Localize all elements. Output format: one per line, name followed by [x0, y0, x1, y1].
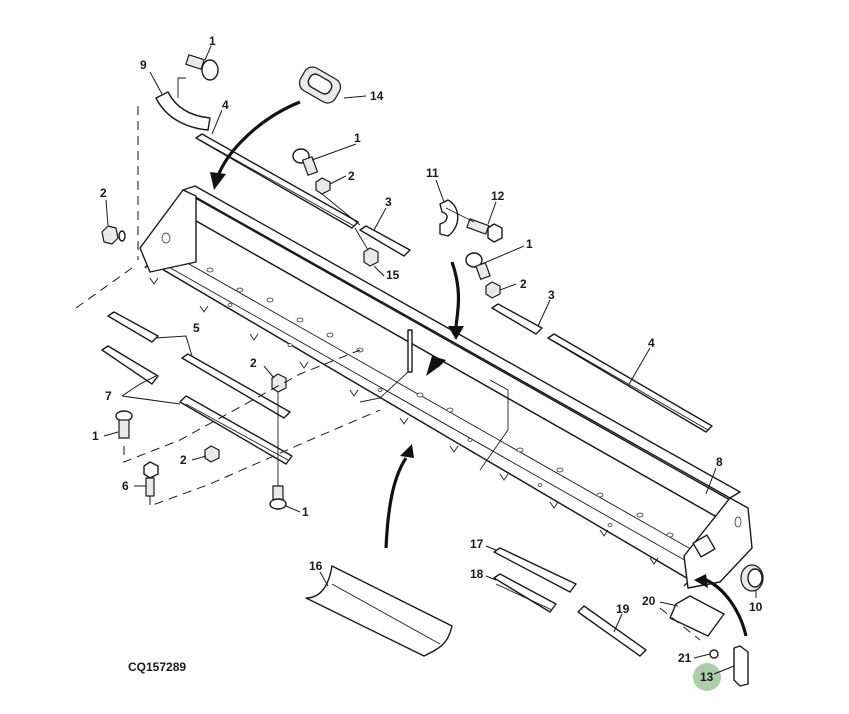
curved-bracket[interactable] — [155, 91, 211, 131]
channel-18[interactable] — [493, 573, 557, 613]
callout-8[interactable]: 8 — [716, 455, 723, 469]
carriage-bolt-upper-mid[interactable] — [292, 148, 319, 176]
callout-7[interactable]: 7 — [105, 389, 112, 403]
nut-lower-left[interactable] — [204, 445, 220, 463]
callout-1-upper-mid[interactable]: 1 — [354, 131, 361, 145]
flange-nut-15[interactable] — [363, 247, 379, 267]
callout-2-lower-left[interactable]: 2 — [180, 453, 187, 467]
callout-2-lower-mid[interactable]: 2 — [250, 356, 257, 370]
callout-1-lower-left[interactable]: 1 — [92, 429, 99, 443]
callout-11[interactable]: 11 — [426, 166, 439, 180]
callout-highlight — [693, 663, 721, 691]
clip-13[interactable] — [733, 645, 749, 687]
nut-upper-mid[interactable] — [315, 177, 331, 195]
assembly-lines — [75, 77, 701, 641]
callout-18[interactable]: 18 — [470, 567, 484, 581]
callout-12[interactable]: 12 — [491, 189, 505, 203]
callout-2-left[interactable]: 2 — [100, 186, 107, 200]
hex-bolt-6[interactable] — [143, 461, 159, 497]
nut-lower-mid[interactable] — [271, 373, 287, 393]
callout-1-top-left[interactable]: 1 — [209, 34, 216, 48]
carriage-bolt-top-left[interactable] — [185, 54, 219, 81]
carriage-bolt-lower-left[interactable] — [115, 410, 133, 439]
callout-14[interactable]: 14 — [370, 89, 384, 103]
short-strip-upper-mid[interactable] — [359, 225, 411, 257]
nut-right[interactable] — [485, 281, 501, 299]
callout-4-right[interactable]: 4 — [648, 336, 655, 350]
callout-6[interactable]: 6 — [122, 479, 129, 493]
callout-10[interactable]: 10 — [749, 600, 763, 614]
clip-bracket[interactable] — [439, 199, 459, 237]
main-frame[interactable] — [139, 185, 753, 589]
callout-15[interactable]: 15 — [386, 268, 400, 282]
callout-1-lower-mid[interactable]: 1 — [302, 505, 309, 519]
rubber-grommet[interactable] — [296, 64, 344, 107]
bracket-20[interactable] — [669, 595, 725, 637]
callout-1-right[interactable]: 1 — [526, 237, 533, 251]
hex-bolt[interactable] — [466, 218, 503, 243]
callout-4-upper[interactable]: 4 — [222, 98, 229, 112]
pin-21[interactable] — [709, 649, 719, 659]
flange-nut-left[interactable] — [101, 225, 126, 245]
callout-5[interactable]: 5 — [193, 321, 200, 335]
callout-20[interactable]: 20 — [642, 594, 656, 608]
teeth — [149, 277, 659, 565]
callout-21[interactable]: 21 — [678, 651, 692, 665]
callout-19[interactable]: 19 — [616, 602, 630, 616]
figure-id: CQ157289 — [128, 660, 187, 674]
strip-17[interactable] — [493, 547, 577, 593]
callout-17[interactable]: 17 — [470, 537, 484, 551]
carriage-bolt-right[interactable] — [465, 252, 491, 280]
callout-9[interactable]: 9 — [140, 58, 147, 72]
flat-strips[interactable] — [107, 311, 291, 419]
callout-13[interactable]: 13 — [700, 670, 714, 684]
leader-lines — [103, 45, 757, 675]
callout-3-right[interactable]: 3 — [548, 288, 555, 302]
end-plug[interactable] — [740, 564, 764, 592]
long-strip-upper-left[interactable] — [195, 133, 359, 229]
assembly-arrows — [210, 100, 748, 637]
short-strip-right[interactable] — [491, 303, 543, 335]
carriage-bolt-lower-mid[interactable] — [269, 485, 287, 510]
angle-strips[interactable] — [101, 345, 293, 465]
callout-2-upper-mid[interactable]: 2 — [348, 169, 355, 183]
curved-plate[interactable] — [305, 565, 453, 657]
callout-3-upper[interactable]: 3 — [385, 195, 392, 209]
callout-16[interactable]: 16 — [309, 559, 323, 573]
callout-labels: 1 9 14 4 1 2 2 3 15 11 12 1 2 3 4 5 7 2 … — [92, 34, 763, 684]
floor-holes — [206, 267, 674, 538]
callout-2-right[interactable]: 2 — [520, 277, 527, 291]
bar-19[interactable] — [577, 605, 647, 657]
